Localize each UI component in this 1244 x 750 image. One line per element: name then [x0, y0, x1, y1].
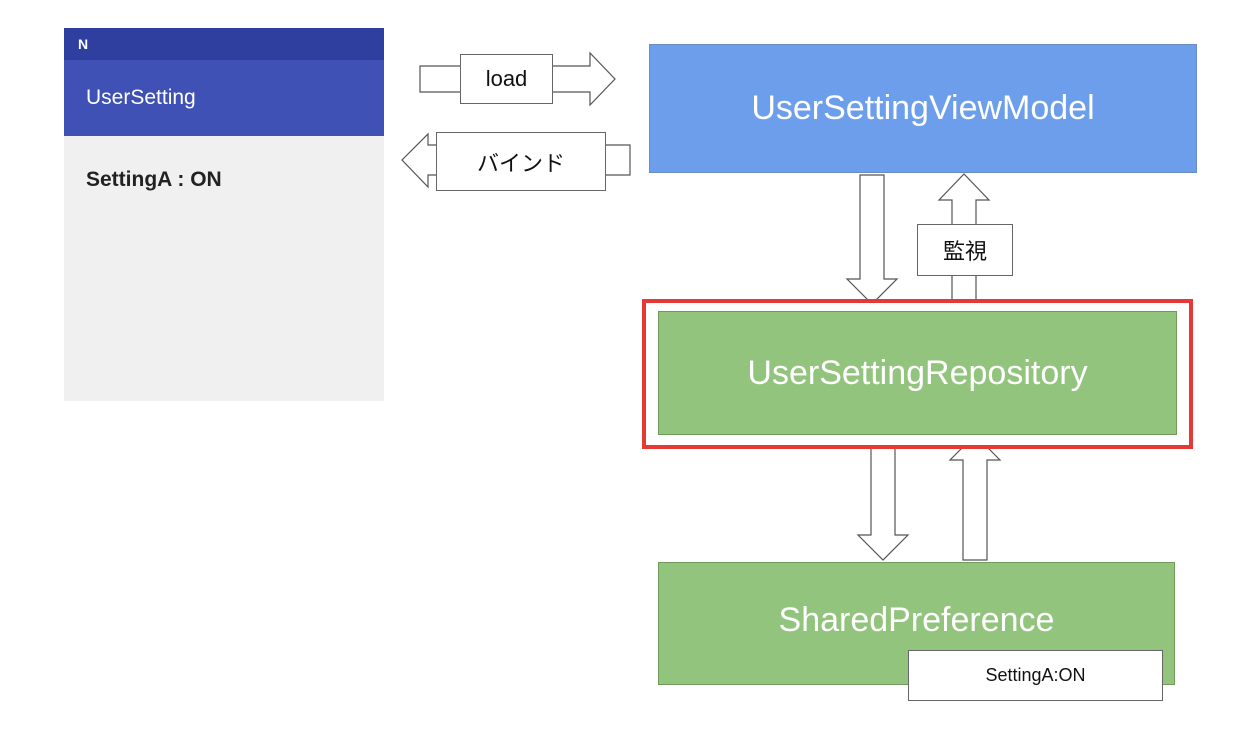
- up-arrow-pref-repo: [948, 434, 1002, 561]
- pref-value-note: SettingA:ON: [908, 650, 1163, 701]
- watch-label: 監視: [917, 224, 1013, 276]
- phone-screen: N UserSetting SettingA : ON: [64, 28, 384, 401]
- viewmodel-box: UserSettingViewModel: [649, 44, 1197, 173]
- down-arrow-vm-repo: [845, 174, 899, 305]
- status-bar: N: [64, 28, 384, 60]
- load-label: load: [460, 54, 553, 104]
- setting-a-row[interactable]: SettingA : ON: [86, 168, 222, 191]
- app-title: UserSetting: [86, 86, 196, 109]
- app-bar: [64, 60, 384, 136]
- bind-label: バインド: [436, 132, 606, 191]
- app-logo-icon: N: [78, 36, 89, 52]
- repository-box: UserSettingRepository: [658, 311, 1177, 435]
- down-arrow-repo-pref: [856, 434, 910, 561]
